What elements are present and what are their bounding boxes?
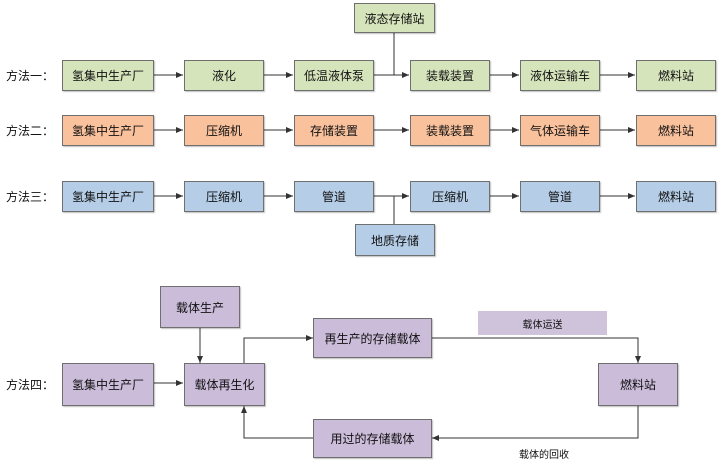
m1-liquid-storage-station: 液态存储站 xyxy=(354,3,435,33)
m4-central-plant: 氢集中生产厂 xyxy=(62,363,154,406)
m2-step-2: 压缩机 xyxy=(184,115,264,146)
method2-label: 方法二： xyxy=(6,124,55,138)
m4-carrier-regeneration: 载体再生化 xyxy=(184,363,265,406)
m4-used-carrier: 用过的存储载体 xyxy=(313,419,432,458)
m1-step-3: 低温液体泵 xyxy=(294,60,374,91)
m1-step-1: 氢集中生产厂 xyxy=(62,60,154,91)
m4-arrow-to-regenerated xyxy=(243,335,313,363)
m3-step-6: 燃料站 xyxy=(636,181,716,212)
m2-step-1: 氢集中生产厂 xyxy=(62,115,154,146)
m1-step-4: 装载装置 xyxy=(410,60,490,91)
m3-step-4: 压缩机 xyxy=(410,181,490,212)
m2-step-5: 气体运输车 xyxy=(520,115,600,146)
method3-label: 方法三： xyxy=(6,190,55,204)
m3-step-1: 氢集中生产厂 xyxy=(62,181,154,212)
m2-step-6: 燃料站 xyxy=(636,115,716,146)
m4-fuel-station: 燃料站 xyxy=(598,363,678,406)
m1-step-5: 液体运输车 xyxy=(520,60,600,91)
method4-label: 方法四： xyxy=(6,378,55,392)
m1-step-6: 燃料站 xyxy=(636,60,716,91)
method1-label: 方法一： xyxy=(6,69,55,83)
m4-arrow-to-station xyxy=(432,337,641,363)
m4-return-label: 载体的回收 xyxy=(519,450,569,461)
m2-step-3: 存储装置 xyxy=(294,115,374,146)
m3-geological-storage: 地质存储 xyxy=(355,224,435,256)
m4-carrier-production: 载体生产 xyxy=(160,286,240,328)
m2-step-4: 装载装置 xyxy=(410,115,490,146)
m1-step-2: 液化 xyxy=(184,60,264,91)
m3-step-3: 管道 xyxy=(294,181,374,212)
m4-arrow-to-regeneration xyxy=(241,406,313,439)
m4-transport-label: 载体运送 xyxy=(478,311,607,335)
m3-step-2: 压缩机 xyxy=(184,181,264,212)
m3-step-5: 管道 xyxy=(520,181,600,212)
m4-arrow-to-used xyxy=(432,406,639,441)
m4-regenerated-carrier: 再生产的存储载体 xyxy=(313,318,432,358)
